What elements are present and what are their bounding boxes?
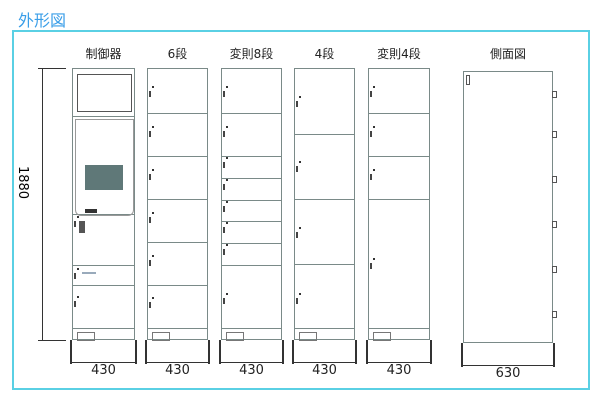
lock-icon xyxy=(74,273,76,279)
lock-icon xyxy=(296,101,298,107)
lock-icon xyxy=(370,91,372,97)
nameplate xyxy=(226,332,244,341)
lock-icon xyxy=(149,91,151,97)
lock-icon xyxy=(149,302,151,308)
unit-label: 制御器 xyxy=(85,47,122,61)
width-dimension-line xyxy=(221,362,282,363)
width-label: 430 xyxy=(165,363,190,378)
lock-icon xyxy=(149,260,151,266)
width-label: 430 xyxy=(91,363,116,378)
lock-icon xyxy=(370,131,372,137)
page-title: 外形図 xyxy=(18,11,67,30)
hinge-icon xyxy=(552,311,557,318)
lock-icon xyxy=(74,301,76,307)
unit-label: 変則4段 xyxy=(377,47,421,61)
lock-icon xyxy=(223,162,225,168)
unit-label: 6段 xyxy=(167,47,188,61)
cabinet xyxy=(221,68,282,341)
cabinet xyxy=(147,68,208,341)
width-dimension-line xyxy=(368,362,430,363)
lock-icon xyxy=(223,206,225,212)
touch-screen xyxy=(85,165,123,190)
cabinet xyxy=(72,68,135,341)
width-dimension-line xyxy=(463,365,553,366)
lock-icon xyxy=(223,91,225,97)
unit-label: 側面図 xyxy=(489,47,526,61)
lock-icon xyxy=(149,131,151,137)
lock-icon xyxy=(370,174,372,180)
lock-icon xyxy=(223,227,225,233)
nameplate xyxy=(373,332,391,341)
lock-icon xyxy=(296,232,298,238)
width-dimension-line xyxy=(294,362,355,363)
width-dimension-line xyxy=(72,362,135,363)
lock-icon xyxy=(296,166,298,172)
width-label: 430 xyxy=(239,363,264,378)
lock-icon xyxy=(149,174,151,180)
unit-label: 変則8段 xyxy=(229,47,274,61)
hinge-icon xyxy=(552,176,557,183)
hinge-icon xyxy=(552,266,557,273)
lock-icon xyxy=(223,249,225,255)
lock-icon xyxy=(296,298,298,304)
width-label: 430 xyxy=(312,363,337,378)
cabinet xyxy=(463,71,557,343)
monitor xyxy=(77,74,132,112)
hinge-icon xyxy=(552,91,557,98)
cabinet xyxy=(294,68,355,341)
hinge-icon xyxy=(552,221,557,228)
width-label: 630 xyxy=(495,366,521,381)
lock-icon xyxy=(370,263,372,269)
lock-icon xyxy=(223,184,225,190)
hinge-icon xyxy=(552,131,557,138)
width-dimension-line xyxy=(147,362,208,363)
unit-label: 4段 xyxy=(314,47,335,61)
cabinet xyxy=(368,68,430,341)
lock-icon xyxy=(149,217,151,223)
lock-icon xyxy=(223,298,225,304)
card-reader xyxy=(85,209,97,213)
lock-icon xyxy=(223,131,225,137)
width-label: 430 xyxy=(386,363,412,378)
key-switch xyxy=(79,221,85,233)
kiosk-panel xyxy=(75,119,134,216)
height-label: 1880 xyxy=(15,165,31,200)
lock-icon xyxy=(74,221,76,227)
nameplate xyxy=(299,332,317,341)
drawing-frame xyxy=(12,30,590,390)
nameplate xyxy=(152,332,170,341)
nameplate xyxy=(77,332,95,341)
